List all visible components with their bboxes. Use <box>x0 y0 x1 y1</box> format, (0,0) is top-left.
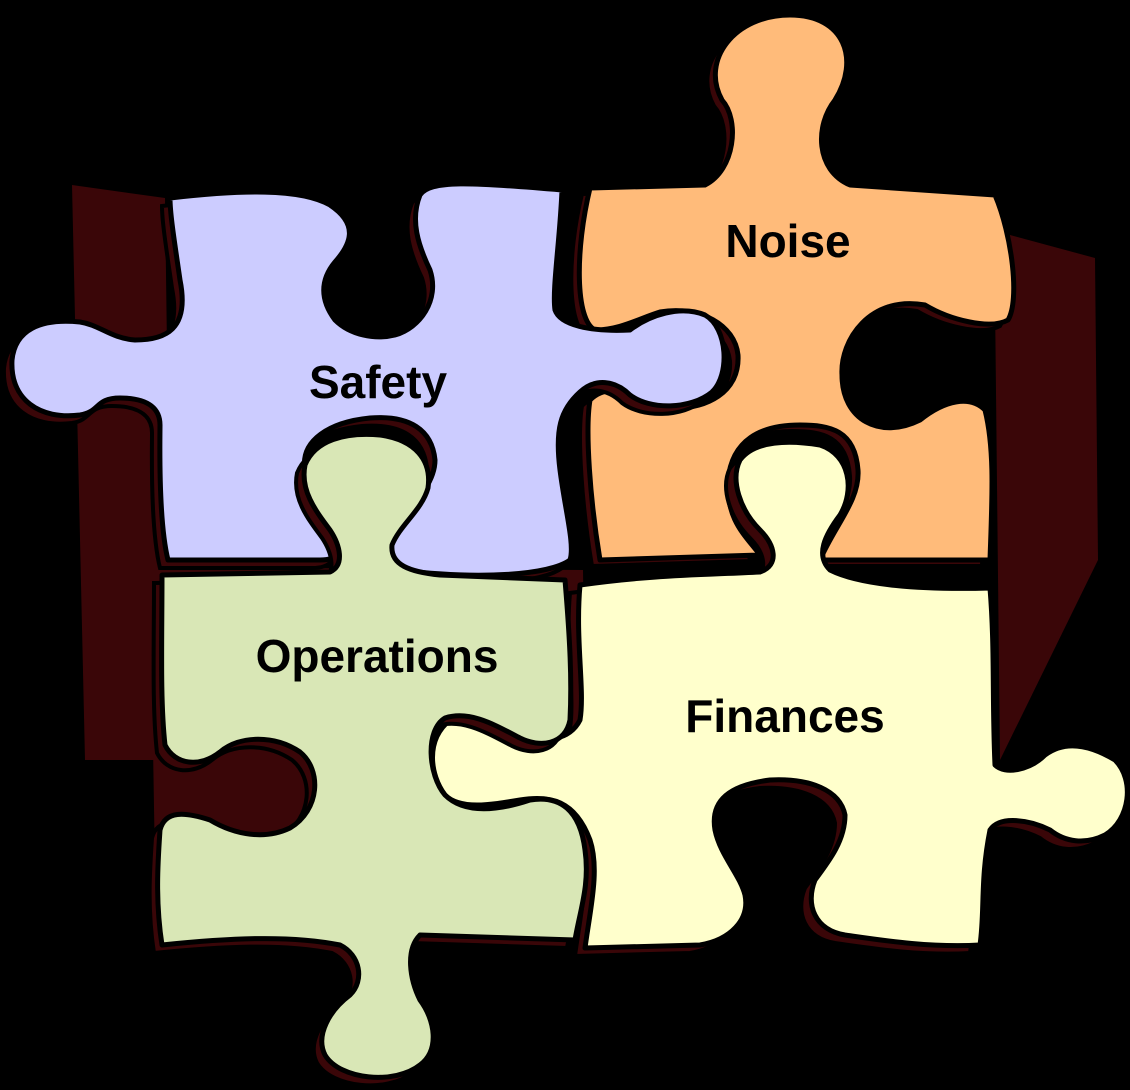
puzzle-piece-noise <box>569 12 1017 569</box>
puzzle-piece-finances <box>420 439 1130 959</box>
shadow-left <box>72 185 300 760</box>
safety-piece-body <box>9 181 727 578</box>
puzzle-piece-operations <box>147 431 589 1088</box>
finances-piece-body <box>430 439 1130 951</box>
operations-piece-body <box>155 431 589 1080</box>
puzzle-piece-safety <box>1 181 727 586</box>
noise-label: Noise <box>725 215 850 267</box>
finances-label: Finances <box>685 690 884 742</box>
shadow-right <box>995 235 1098 760</box>
safety-label: Safety <box>309 356 447 408</box>
noise-piece-body <box>576 12 1017 563</box>
operations-label: Operations <box>256 630 499 682</box>
